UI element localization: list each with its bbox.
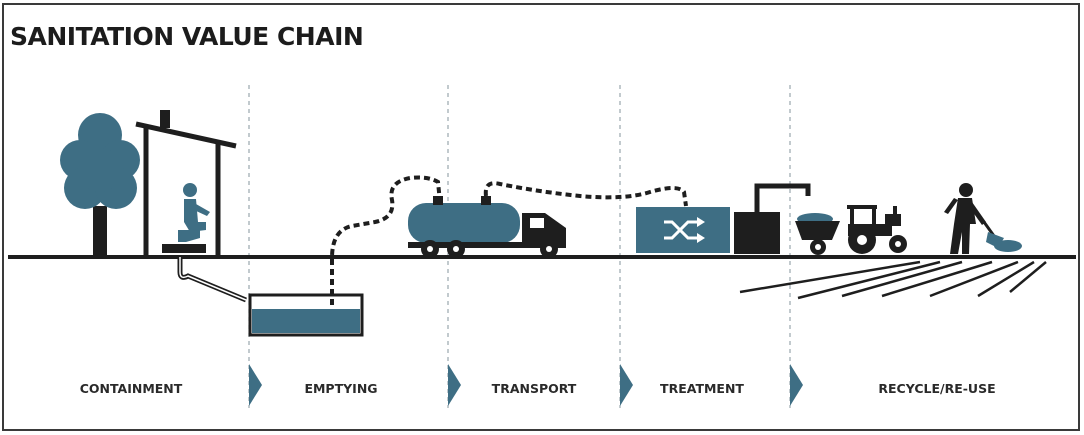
chevron-icon [448, 364, 461, 406]
stage-label-containment: CONTAINMENT [79, 381, 183, 396]
transport-hose [483, 181, 688, 207]
chevron-icon [620, 364, 633, 406]
vacuum-truck-icon [408, 196, 566, 258]
chevron-icon [790, 364, 803, 406]
farmer-icon [944, 183, 1022, 254]
chevron-icon [249, 364, 262, 406]
stage-label-emptying: EMPTYING [304, 381, 378, 396]
emptying-hose [330, 175, 442, 305]
stage-label-recycle-reuse: RECYCLE/RE-USE [878, 381, 996, 396]
treatment-plant-icon [636, 183, 811, 254]
tractor-icon [847, 205, 907, 254]
stage-label-treatment: TREATMENT [660, 381, 744, 396]
diagram-title: SANITATION VALUE CHAIN [10, 22, 364, 51]
compost-cart-icon [795, 213, 840, 255]
pit-tank-icon [248, 293, 364, 337]
stage-label-transport: TRANSPORT [491, 381, 577, 396]
latrine-icon [135, 110, 247, 303]
tree-icon [60, 113, 140, 256]
field-furrows [739, 260, 1047, 300]
